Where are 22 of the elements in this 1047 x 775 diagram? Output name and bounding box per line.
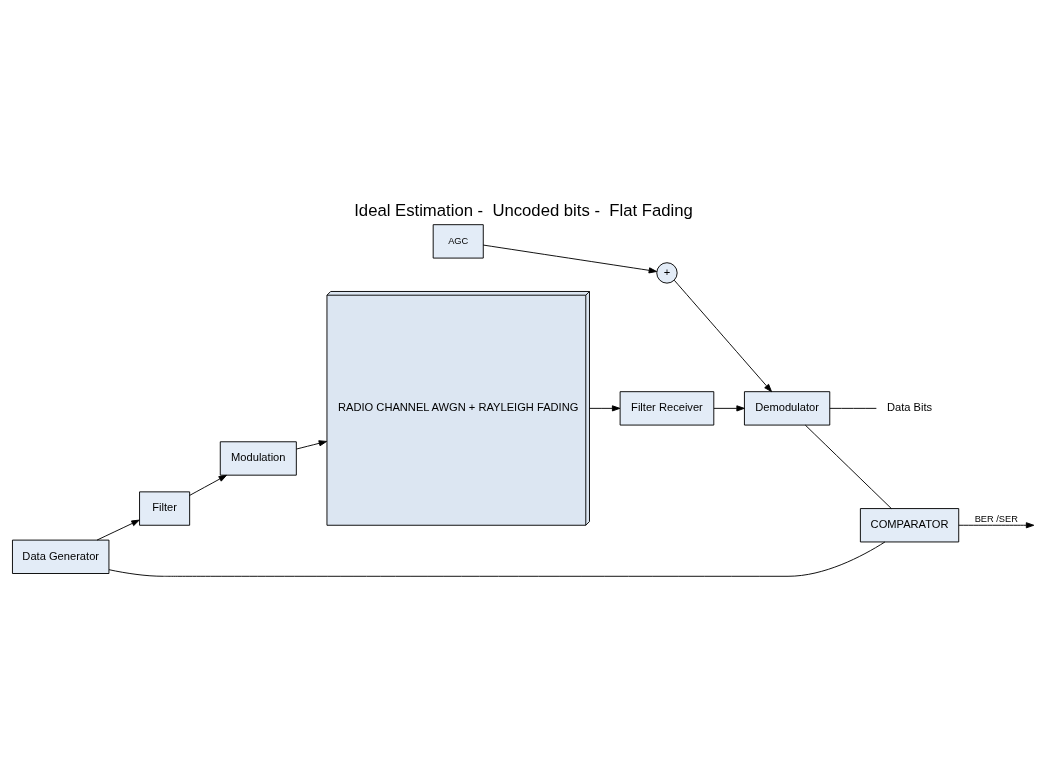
arrow [713, 405, 745, 412]
node-box: Filter [139, 491, 191, 526]
node-box: Modulation [219, 441, 297, 476]
arrow [482, 244, 658, 274]
arrow [189, 474, 227, 496]
node-box: Data Generator [12, 539, 110, 574]
node-text: Data Bits [886, 401, 933, 414]
node-box: COMPARATOR [859, 508, 960, 543]
connector [804, 424, 892, 509]
diagram-title: Ideal Estimation - Uncoded bits - Flat Fading [354, 200, 693, 220]
arrow [958, 522, 1035, 529]
connector [829, 407, 877, 409]
node-box: Demodulator [743, 391, 831, 426]
edge-label: BER /SER [974, 514, 1018, 525]
node-box: Filter Receiver [619, 391, 715, 426]
connector [108, 541, 886, 577]
node-box: AGC [432, 224, 484, 259]
arrow [296, 440, 328, 450]
node-circle: + [656, 262, 678, 284]
arrow [673, 279, 772, 393]
arrow [96, 519, 140, 541]
arrow [589, 405, 621, 412]
